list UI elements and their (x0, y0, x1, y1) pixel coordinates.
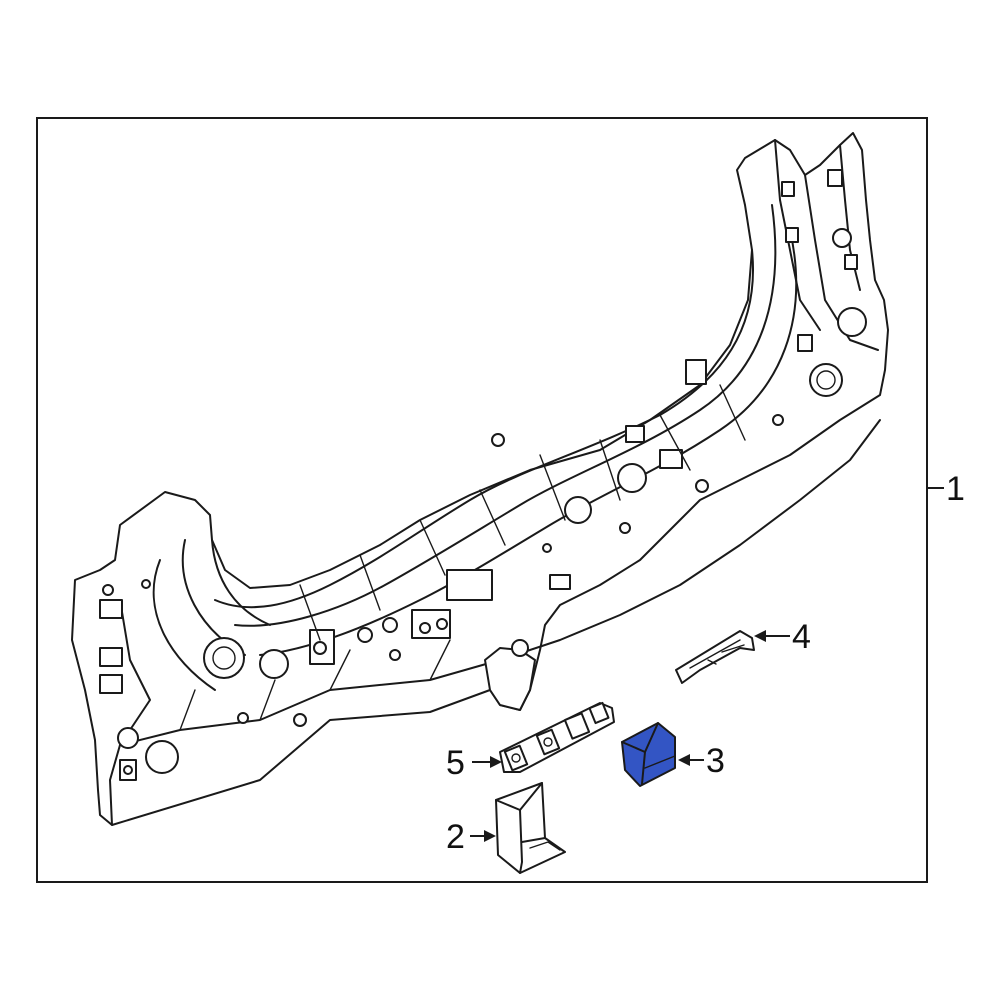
part-5-mounting-strip[interactable] (499, 701, 615, 773)
callout-1-label: 1 (946, 470, 965, 508)
callout-5-label: 5 (446, 744, 465, 782)
callout-3: 3 (678, 742, 725, 780)
callout-2: 2 (446, 818, 496, 856)
callout-1: 1 (926, 470, 965, 508)
callout-4-label: 4 (792, 618, 811, 656)
part-1-quarter-inner-panel[interactable] (71, 132, 889, 826)
callout-2-label: 2 (446, 818, 465, 856)
callout-5: 5 (446, 744, 502, 782)
diagram-frame (36, 117, 928, 883)
part-3-reinforcement-highlighted[interactable] (621, 722, 676, 787)
callout-3-label: 3 (706, 742, 725, 780)
callout-4: 4 (754, 618, 811, 656)
part-2-corner-bracket[interactable] (495, 782, 566, 874)
part-4-slim-bracket[interactable] (675, 630, 755, 684)
